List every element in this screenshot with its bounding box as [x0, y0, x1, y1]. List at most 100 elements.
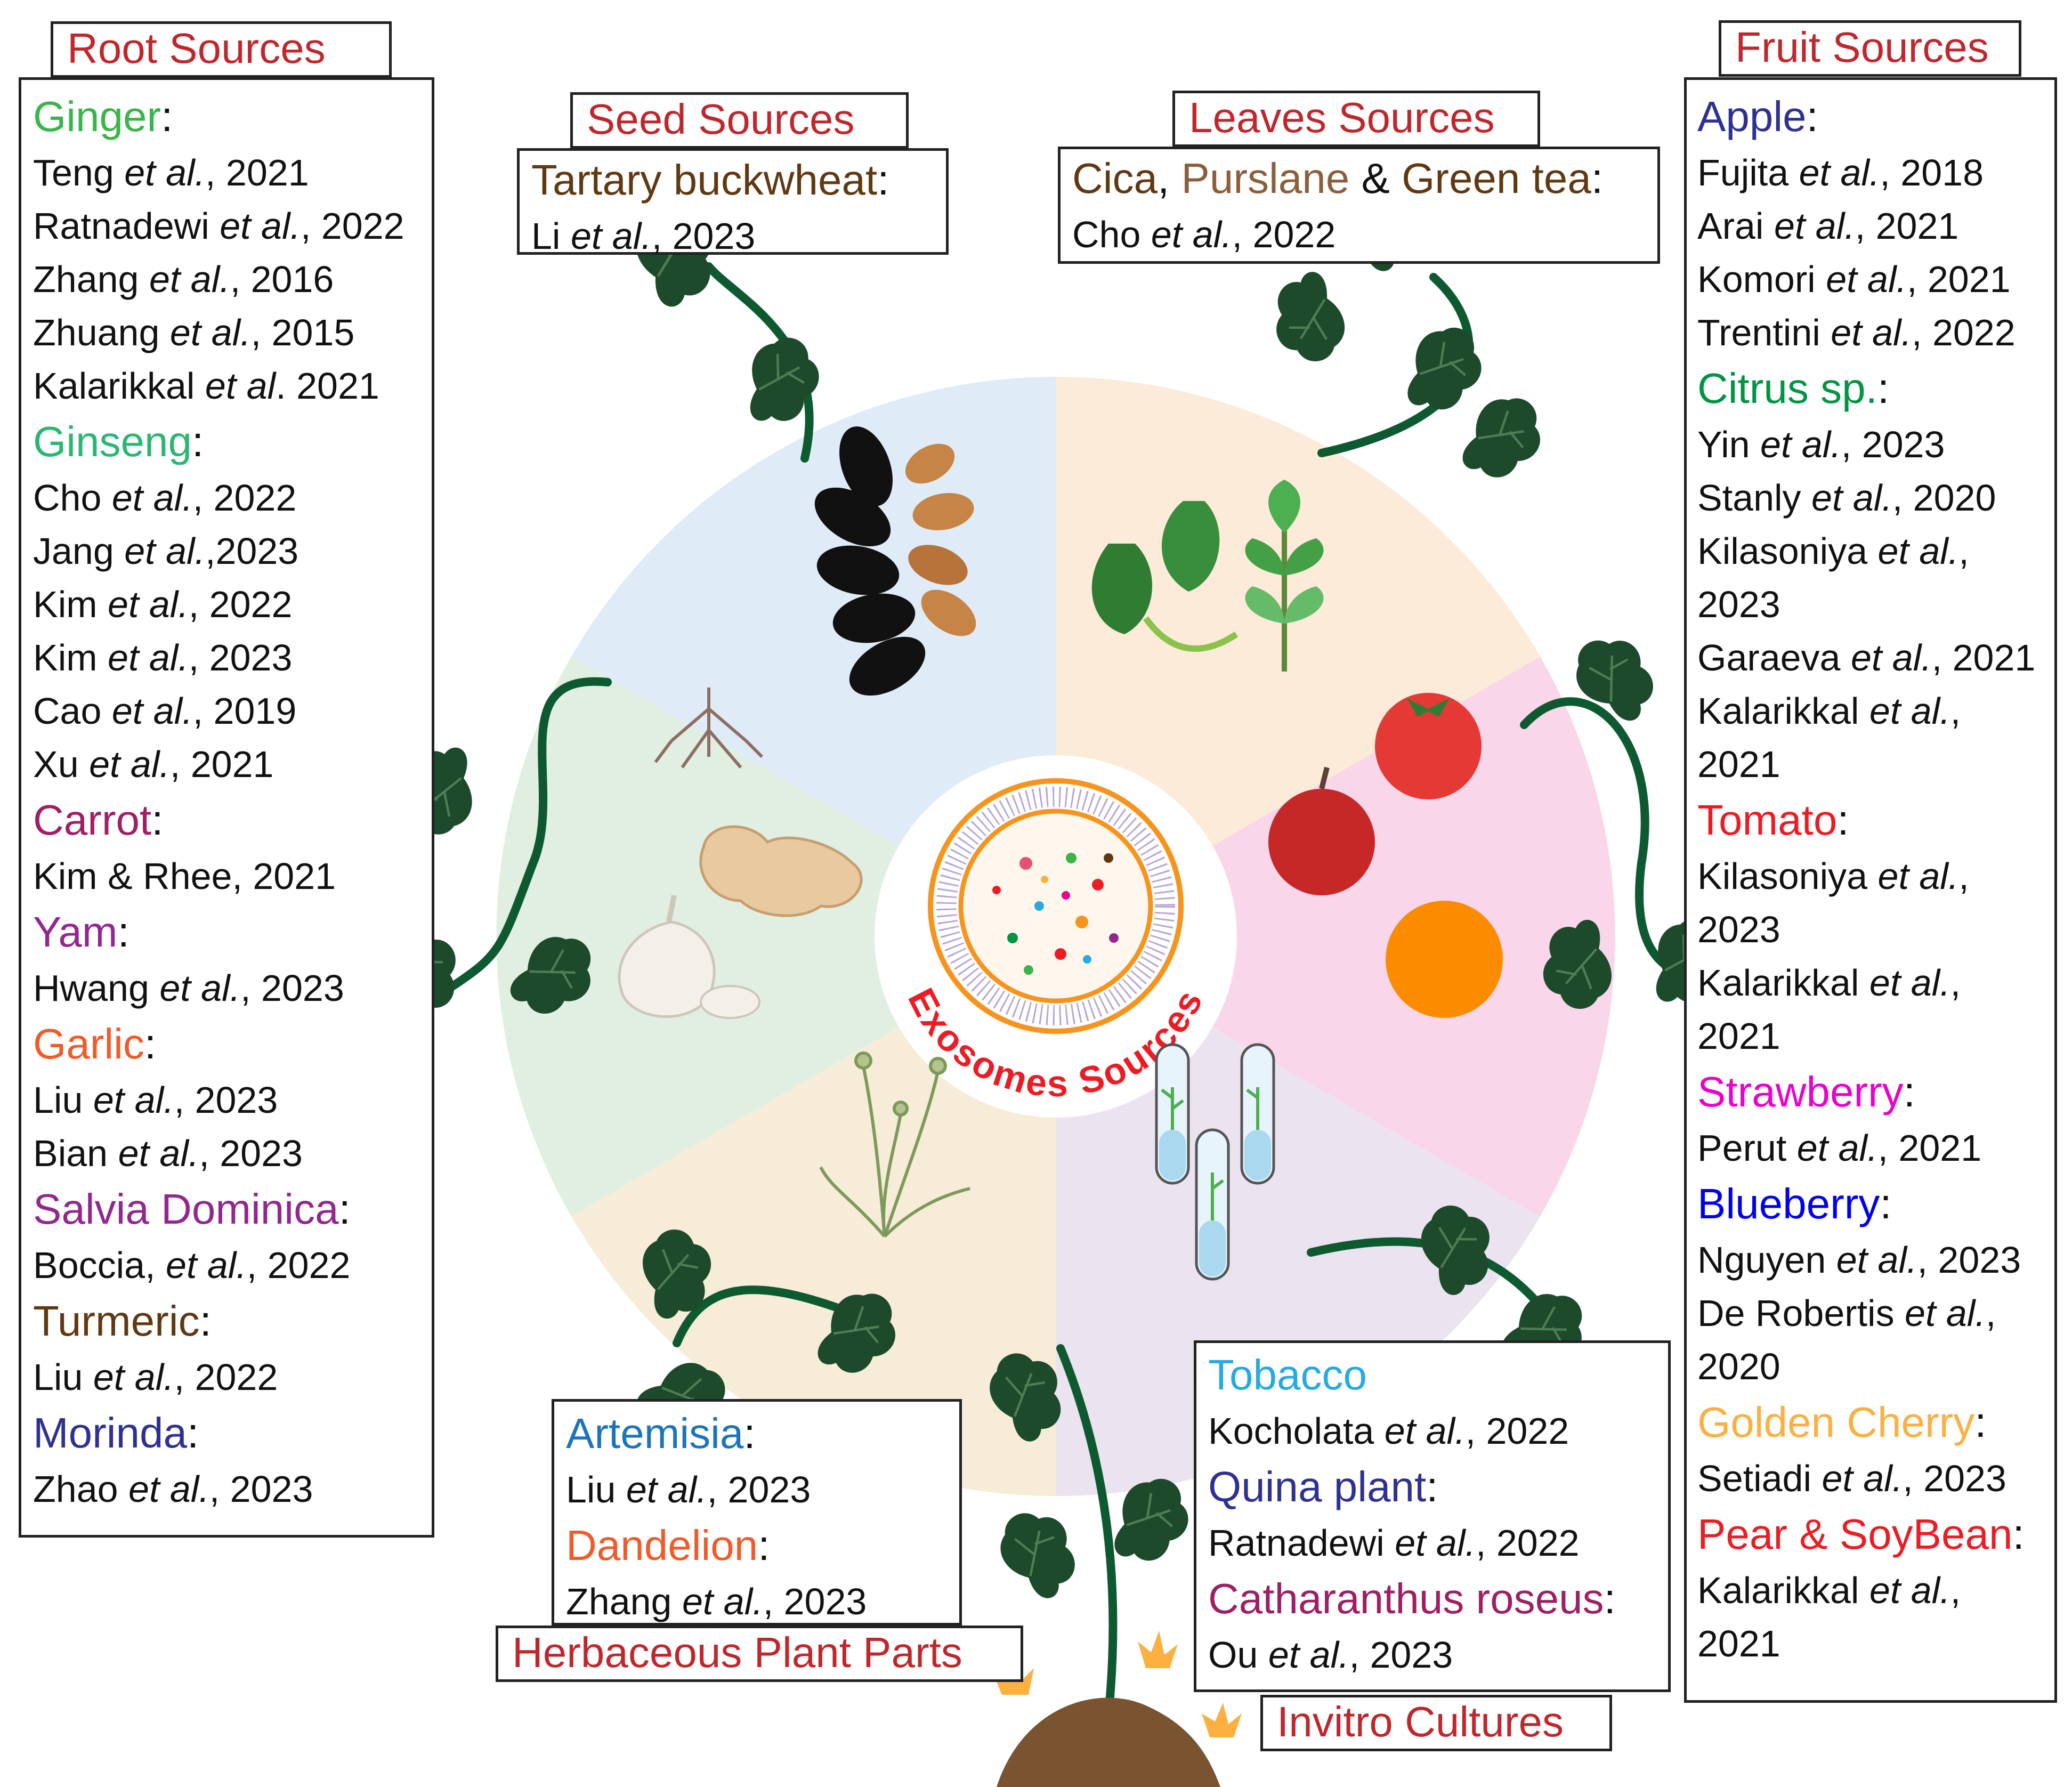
- fruit-sources-title: Fruit Sources: [1719, 20, 2021, 77]
- garlic-heading: Garlic:: [33, 1020, 157, 1068]
- ginger-heading: Ginger:: [33, 93, 173, 140]
- ref-item: Kim et al., 2022: [33, 584, 293, 625]
- ref-item: 2023: [1697, 584, 1780, 625]
- strawberry-heading: Strawberry:: [1697, 1068, 1915, 1115]
- catharanthus-heading: Catharanthus roseus:: [1208, 1575, 1616, 1622]
- ref-item: Nguyen et al., 2023: [1697, 1239, 2021, 1281]
- morinda-name: Morinda: [33, 1409, 188, 1457]
- ref-item: Kilasoniya et al.,: [1697, 530, 1969, 572]
- leaves-sources-title: Leaves Sources: [1172, 91, 1540, 147]
- ref-item: Cho et al., 2022: [33, 477, 297, 519]
- citrus-heading: Citrus sp.:: [1697, 365, 1890, 412]
- ref-item: Zhang et al., 2016: [33, 258, 334, 300]
- carrot-name: Carrot: [33, 796, 152, 844]
- quina-name: Quina plant: [1208, 1463, 1427, 1510]
- ref-item: Bian et al., 2023: [33, 1133, 303, 1174]
- apple-heading: Apple:: [1697, 93, 1818, 140]
- main-stem: [1056, 1344, 1118, 1763]
- quina-heading: Quina plant:: [1208, 1463, 1438, 1510]
- root-sources-title: Root Sources: [51, 21, 392, 78]
- dandelion-name: Dandelion: [566, 1522, 758, 1569]
- tomato-name: Tomato: [1697, 796, 1838, 844]
- root-vine: [449, 677, 612, 990]
- turmeric-name: Turmeric: [33, 1297, 200, 1345]
- ref-item: Cho et al., 2022: [1072, 214, 1336, 255]
- ref-item: Jang et al.,2023: [33, 530, 299, 572]
- ginger-name: Ginger: [33, 93, 161, 140]
- blueberry-name: Blueberry: [1697, 1180, 1880, 1227]
- ref-item: 2020: [1697, 1346, 1780, 1387]
- yam-name: Yam: [33, 908, 118, 956]
- seed-sources-title: Seed Sources: [570, 92, 909, 149]
- turmeric-heading: Turmeric:: [33, 1297, 212, 1345]
- ref-item: Yin et al., 2023: [1697, 424, 1945, 465]
- salvia-name: Salvia Dominica: [33, 1185, 339, 1233]
- yam-heading: Yam:: [33, 908, 130, 956]
- root-sources-panel: Ginger: Teng et al., 2021 Ratnadewi et a…: [19, 77, 434, 1538]
- garlic-name: Garlic: [33, 1020, 144, 1068]
- herbaceous-title: Herbaceous Plant Parts: [496, 1626, 1023, 1682]
- ginseng-heading: Ginseng:: [33, 418, 204, 465]
- purslane-name: Purslane: [1181, 155, 1350, 202]
- seeds-icon: [814, 426, 976, 696]
- tobacco-name: Tobacco: [1208, 1351, 1367, 1398]
- buckwheat-heading: Tartary buckwheat:: [531, 156, 889, 204]
- ref-item: Kalarikkal et al.,: [1697, 690, 1961, 732]
- fruit-sector: [1056, 657, 1615, 1216]
- artemisia-heading: Artemisia:: [566, 1410, 756, 1457]
- ref-item: Liu et al., 2023: [33, 1079, 278, 1121]
- leaves-sources-panel: Cica, Purslane & Green tea: Cho et al., …: [1058, 147, 1660, 264]
- ref-item: Ou et al., 2023: [1208, 1634, 1453, 1676]
- artemisia-name: Artemisia: [566, 1410, 744, 1457]
- greentea-name: Green tea: [1402, 155, 1591, 202]
- ref-item: Arai et al., 2021: [1697, 205, 1959, 247]
- ref-item: Kim & Rhee, 2021: [33, 855, 336, 897]
- invitro-title: Invitro Cultures: [1260, 1695, 1612, 1751]
- blueberry-heading: Blueberry:: [1697, 1180, 1892, 1227]
- golden-cherry-heading: Golden Cherry:: [1697, 1398, 1987, 1446]
- ref-item: 2021: [1697, 1015, 1780, 1057]
- vines: [449, 262, 1694, 1763]
- ref-item: Kocholata et al., 2022: [1208, 1410, 1569, 1452]
- morinda-heading: Morinda:: [33, 1409, 199, 1457]
- cica-name: Cica: [1072, 155, 1158, 202]
- ref-item: Kim et al., 2023: [33, 637, 293, 678]
- invitro-panel: Tobacco Kocholata et al., 2022 Quina pla…: [1194, 1340, 1671, 1692]
- ampersand: &: [1361, 155, 1390, 202]
- fruits-icon: [1268, 693, 1503, 1018]
- ref-item: Liu et al., 2023: [566, 1469, 811, 1510]
- seed-sources-panel: Tartary buckwheat: Li et al., 2023: [517, 148, 949, 257]
- leafy-greens-icon: [1091, 480, 1324, 672]
- seed-vine: [705, 262, 814, 463]
- garlic-icon: [618, 895, 760, 1019]
- ref-item: Ratnadewi et al., 2022: [33, 205, 404, 247]
- tobacco-heading: Tobacco: [1208, 1346, 1657, 1404]
- buckwheat-name: Tartary buckwheat: [531, 156, 878, 204]
- ref-item: Hwang et al., 2023: [33, 967, 344, 1009]
- root-sector: [496, 657, 1056, 1216]
- ref-item: Garaeva et al., 2021: [1697, 637, 2036, 678]
- fruit-sources-panel: Apple: Fujita et al., 2018 Arai et al., …: [1684, 77, 2057, 1703]
- ref-item: Zhuang et al., 2015: [33, 312, 355, 353]
- catharanthus-name: Catharanthus roseus: [1208, 1575, 1604, 1622]
- ref-item: Kalarikkal et al. 2021: [33, 365, 379, 407]
- herb-sector: [571, 936, 1056, 1496]
- ref-item: Komori et al., 2021: [1697, 258, 2011, 300]
- ref-item: Xu et al., 2021: [33, 743, 274, 785]
- dandelion-heading: Dandelion:: [566, 1522, 770, 1569]
- leaves-heading: Cica, Purslane & Green tea:: [1072, 155, 1604, 202]
- ref-item: Zhang et al., 2023: [566, 1581, 867, 1622]
- herb-vine: [673, 1285, 878, 1347]
- citrus-name: Citrus sp.: [1697, 365, 1877, 412]
- ref-item: Teng et al., 2021: [33, 152, 309, 193]
- ref-item: Ratnadewi et al., 2022: [1208, 1522, 1580, 1564]
- ref-item: Stanly et al., 2020: [1697, 477, 1996, 519]
- apple-name: Apple: [1697, 93, 1807, 140]
- carrot-heading: Carrot:: [33, 796, 164, 844]
- ref-item: Trentini et al., 2022: [1697, 312, 2016, 353]
- fruit-vine: [1520, 697, 1694, 980]
- ref-item: 2023: [1697, 909, 1780, 950]
- ref-item: Li et al., 2023: [531, 215, 756, 257]
- ref-item: 2021: [1697, 1623, 1780, 1664]
